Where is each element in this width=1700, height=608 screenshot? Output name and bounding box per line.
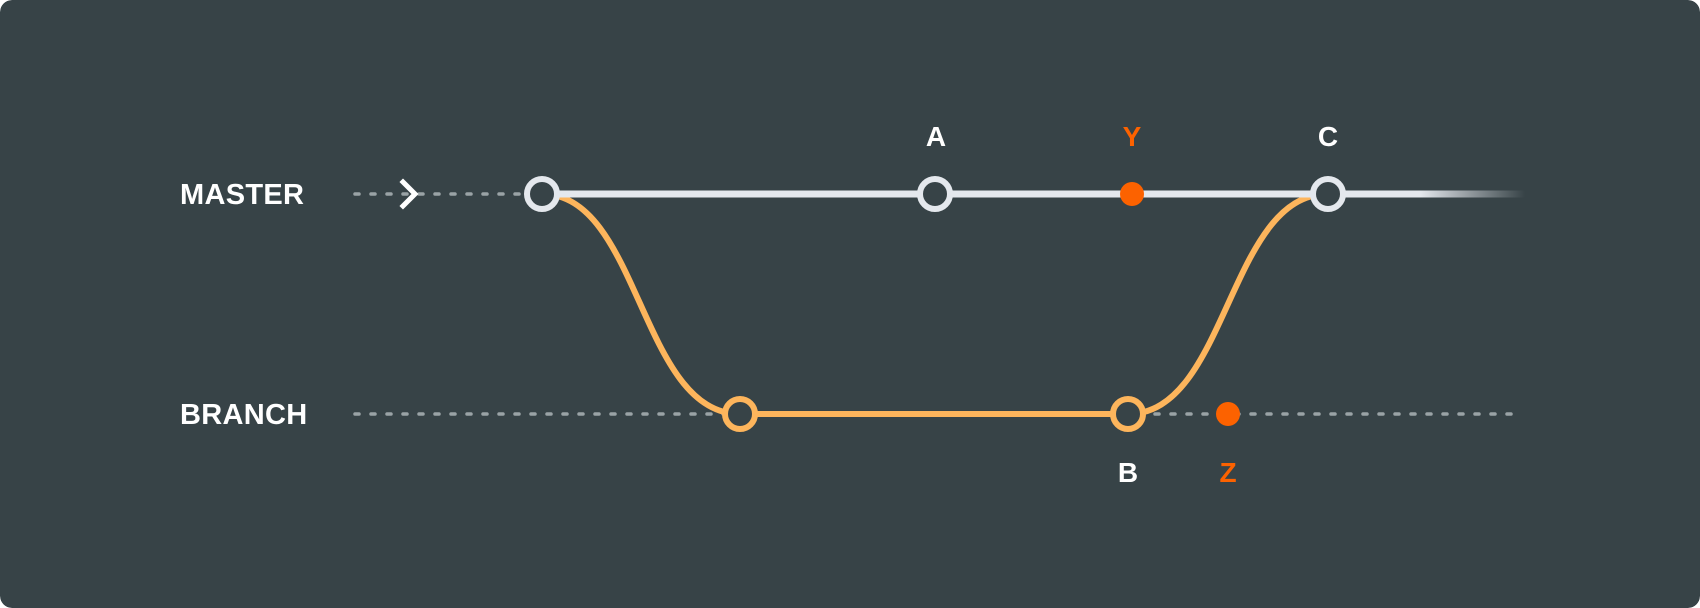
master-fade-line (1420, 190, 1525, 198)
commit-branch-start (722, 396, 758, 432)
commit-label-a: A (926, 121, 946, 152)
commit-label-b: B (1118, 457, 1138, 488)
branch-merge-curve (1127, 191, 1329, 417)
commit-b (1110, 396, 1146, 432)
lane-label-master: MASTER (180, 179, 304, 211)
commit-z (1216, 402, 1240, 426)
commit-c (1310, 176, 1346, 212)
commit-label-y: Y (1123, 121, 1142, 152)
commit-label-c: C (1318, 121, 1338, 152)
commit-master-start (524, 176, 560, 212)
commit-y (1120, 182, 1144, 206)
commit-label-z: Z (1219, 457, 1236, 488)
branch-out-curve (541, 191, 741, 417)
lane-label-branch: BRANCH (180, 399, 307, 431)
commit-a (917, 176, 953, 212)
chevron-right-icon (399, 178, 419, 210)
